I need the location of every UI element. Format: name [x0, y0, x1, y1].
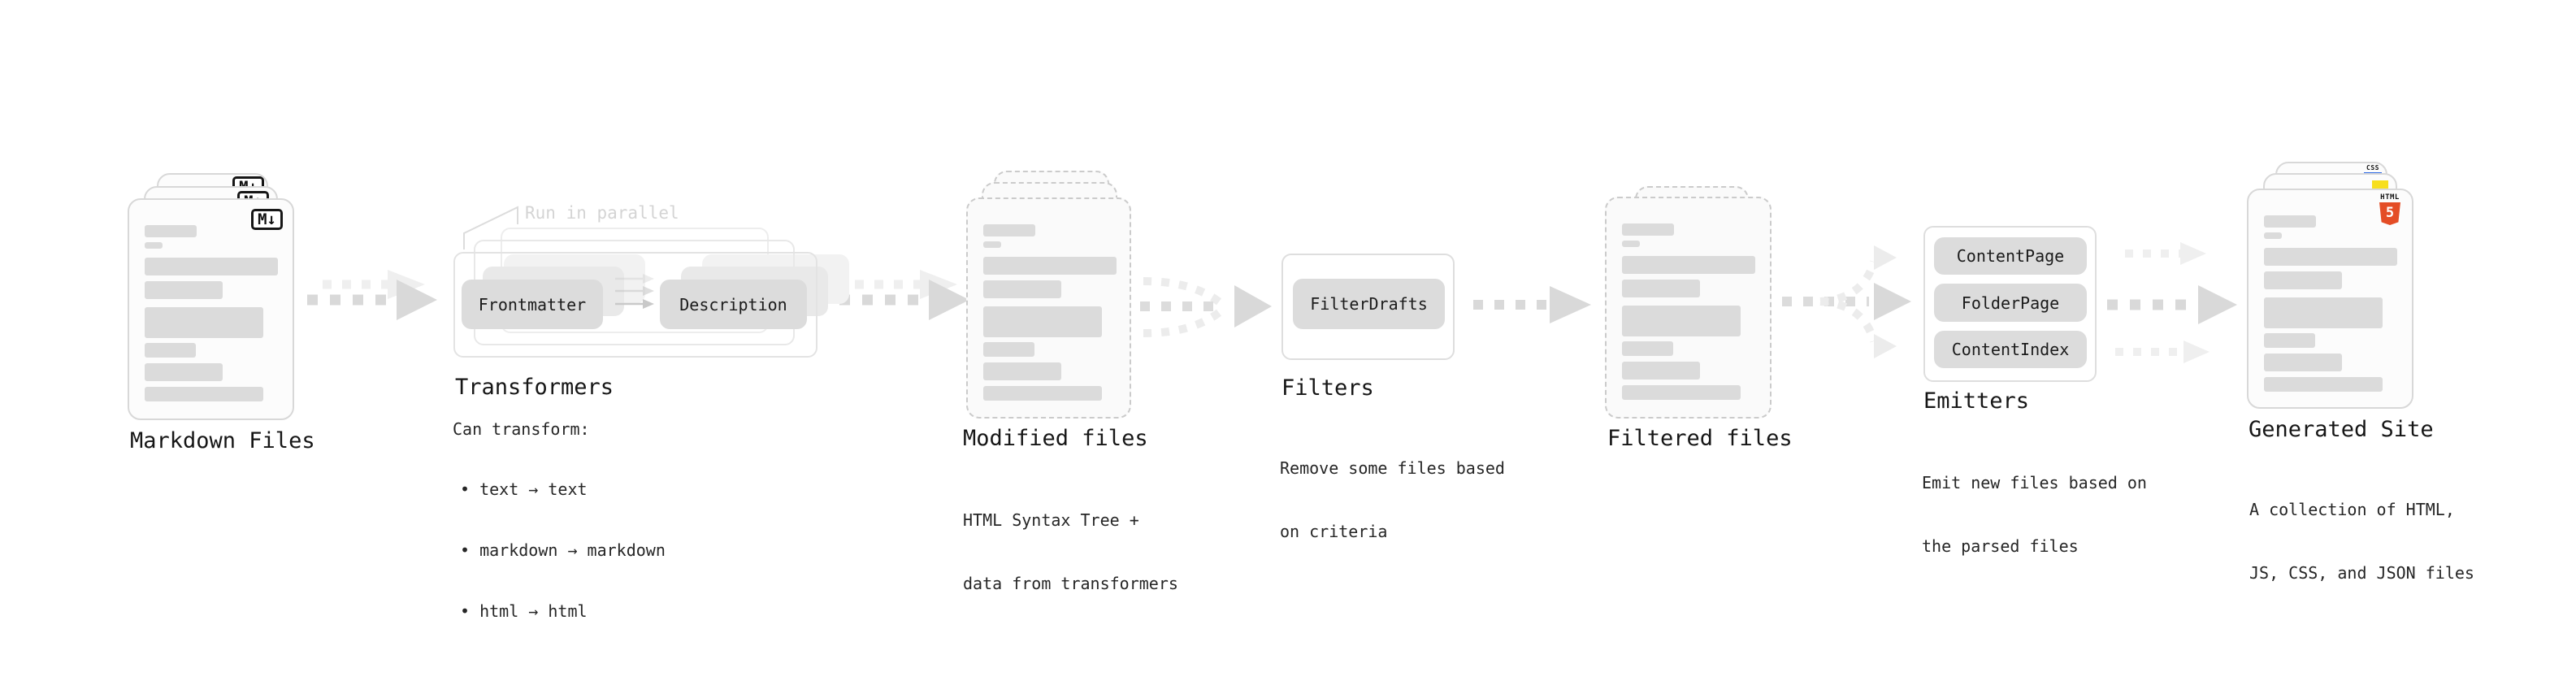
folderpage-node: FolderPage [1934, 284, 2087, 322]
subtitle-line: Remove some files based [1280, 458, 1505, 478]
arrow-light-bottom [2115, 340, 2210, 363]
folderpage-label: FolderPage [1961, 293, 2060, 313]
filtered-file-card-front [1605, 197, 1772, 419]
flow-arrow-filters-to-filtered [1473, 286, 1591, 323]
markdown-icon-label: M↓ [258, 210, 276, 228]
filters-frame [1281, 254, 1455, 360]
description-node: Description [660, 280, 807, 329]
transformers-bullet-list: • text → text • markdown → markdown • ht… [460, 439, 666, 662]
contentindex-label: ContentIndex [1951, 340, 2070, 359]
bullet-item: • markdown → markdown [460, 540, 666, 560]
arrow-head [1234, 285, 1272, 327]
subtitle-line: HTML Syntax Tree + [963, 510, 1139, 530]
emitters-title: Emitters [1923, 388, 2030, 414]
document-placeholder-lines [145, 225, 278, 401]
filters-title: Filters [1281, 375, 1374, 401]
description-label: Description [679, 294, 787, 314]
javascript-icon [2372, 180, 2388, 190]
frontmatter-label: Frontmatter [478, 294, 587, 314]
transformers-title: Transformers [455, 375, 614, 400]
css-icon-label: CSS [2366, 164, 2379, 171]
run-in-parallel-note: Run in parallel [525, 203, 679, 223]
subtitle-line: the parsed files [1922, 536, 2079, 556]
subtitle-line: data from transformers [963, 574, 1178, 593]
subtitle-line: on criteria [1280, 522, 1388, 541]
markdown-file-card-front: M↓ [128, 198, 294, 420]
parallel-arrow-icon [615, 274, 654, 284]
markdown-files-title: Markdown Files [130, 428, 315, 453]
document-placeholder-lines [2264, 215, 2397, 392]
document-placeholder-lines [983, 224, 1117, 401]
html5-icon: HTML 5 [2379, 193, 2401, 225]
flow-arrow-modified-to-filters-merge [1140, 277, 1272, 337]
bullet-item: • text → text [460, 479, 588, 499]
arrow-head-top [1874, 245, 1897, 270]
note-leader-line [463, 206, 518, 249]
arrow-dark-middle [2107, 285, 2237, 324]
contentpage-label: ContentPage [1956, 246, 2065, 266]
contentpage-node: ContentPage [1934, 237, 2087, 275]
parallel-arrow-icon [615, 299, 654, 309]
flow-arrow-transformers-to-modified [839, 270, 969, 320]
generated-html-file-card: HTML 5 [2247, 189, 2413, 409]
arrow-dark [307, 280, 437, 320]
split-curve-top [1819, 260, 1878, 306]
transformers-caption: Can transform: [453, 419, 590, 439]
subtitle-line: JS, CSS, and JSON files [2249, 563, 2474, 583]
emitters-frame [1923, 226, 2097, 382]
flow-arrow-markdown-to-transformers [307, 270, 437, 320]
arrow-light-top [2125, 242, 2206, 265]
frontmatter-node: Frontmatter [462, 280, 603, 329]
html5-icon-numeral: 5 [2385, 205, 2395, 221]
generated-site-title: Generated Site [2249, 417, 2434, 442]
markdown-icon: M↓ [251, 209, 283, 230]
html5-icon-shield: 5 [2379, 202, 2400, 225]
merge-curve-top [1143, 277, 1223, 306]
split-curve-bottom [1819, 297, 1878, 343]
filterdrafts-label: FilterDrafts [1310, 294, 1428, 314]
arrow-dark [839, 280, 969, 320]
modified-file-card-front [966, 197, 1131, 419]
arrow-head-bottom [1874, 334, 1897, 358]
flow-arrows-emitters-to-generated [2107, 242, 2237, 363]
html5-icon-word: HTML [2380, 193, 2400, 202]
modified-files-subtitle: HTML Syntax Tree + data from transformer… [963, 467, 1178, 636]
filtered-files-title: Filtered files [1607, 426, 1793, 451]
emitters-subtitle: Emit new files based on the parsed files [1922, 430, 2147, 599]
transformer-frame-front [453, 252, 817, 358]
flow-arrow-filtered-to-emitters-split [1782, 245, 1911, 358]
generated-site-subtitle: A collection of HTML, JS, CSS, and JSON … [2249, 457, 2474, 626]
arrow-head-middle [1874, 283, 1911, 320]
contentindex-node: ContentIndex [1934, 331, 2087, 368]
filters-subtitle: Remove some files based on criteria [1280, 415, 1505, 584]
document-placeholder-lines [1622, 223, 1755, 400]
arrow-head [1550, 286, 1591, 323]
bullet-item: • html → html [460, 601, 588, 621]
modified-files-title: Modified files [963, 426, 1148, 451]
parallel-arrow-icon [615, 286, 654, 296]
subtitle-line: Emit new files based on [1922, 473, 2147, 492]
filterdrafts-node: FilterDrafts [1293, 279, 1445, 329]
subtitle-line: A collection of HTML, [2249, 500, 2455, 519]
merge-curve-bottom [1143, 308, 1223, 337]
